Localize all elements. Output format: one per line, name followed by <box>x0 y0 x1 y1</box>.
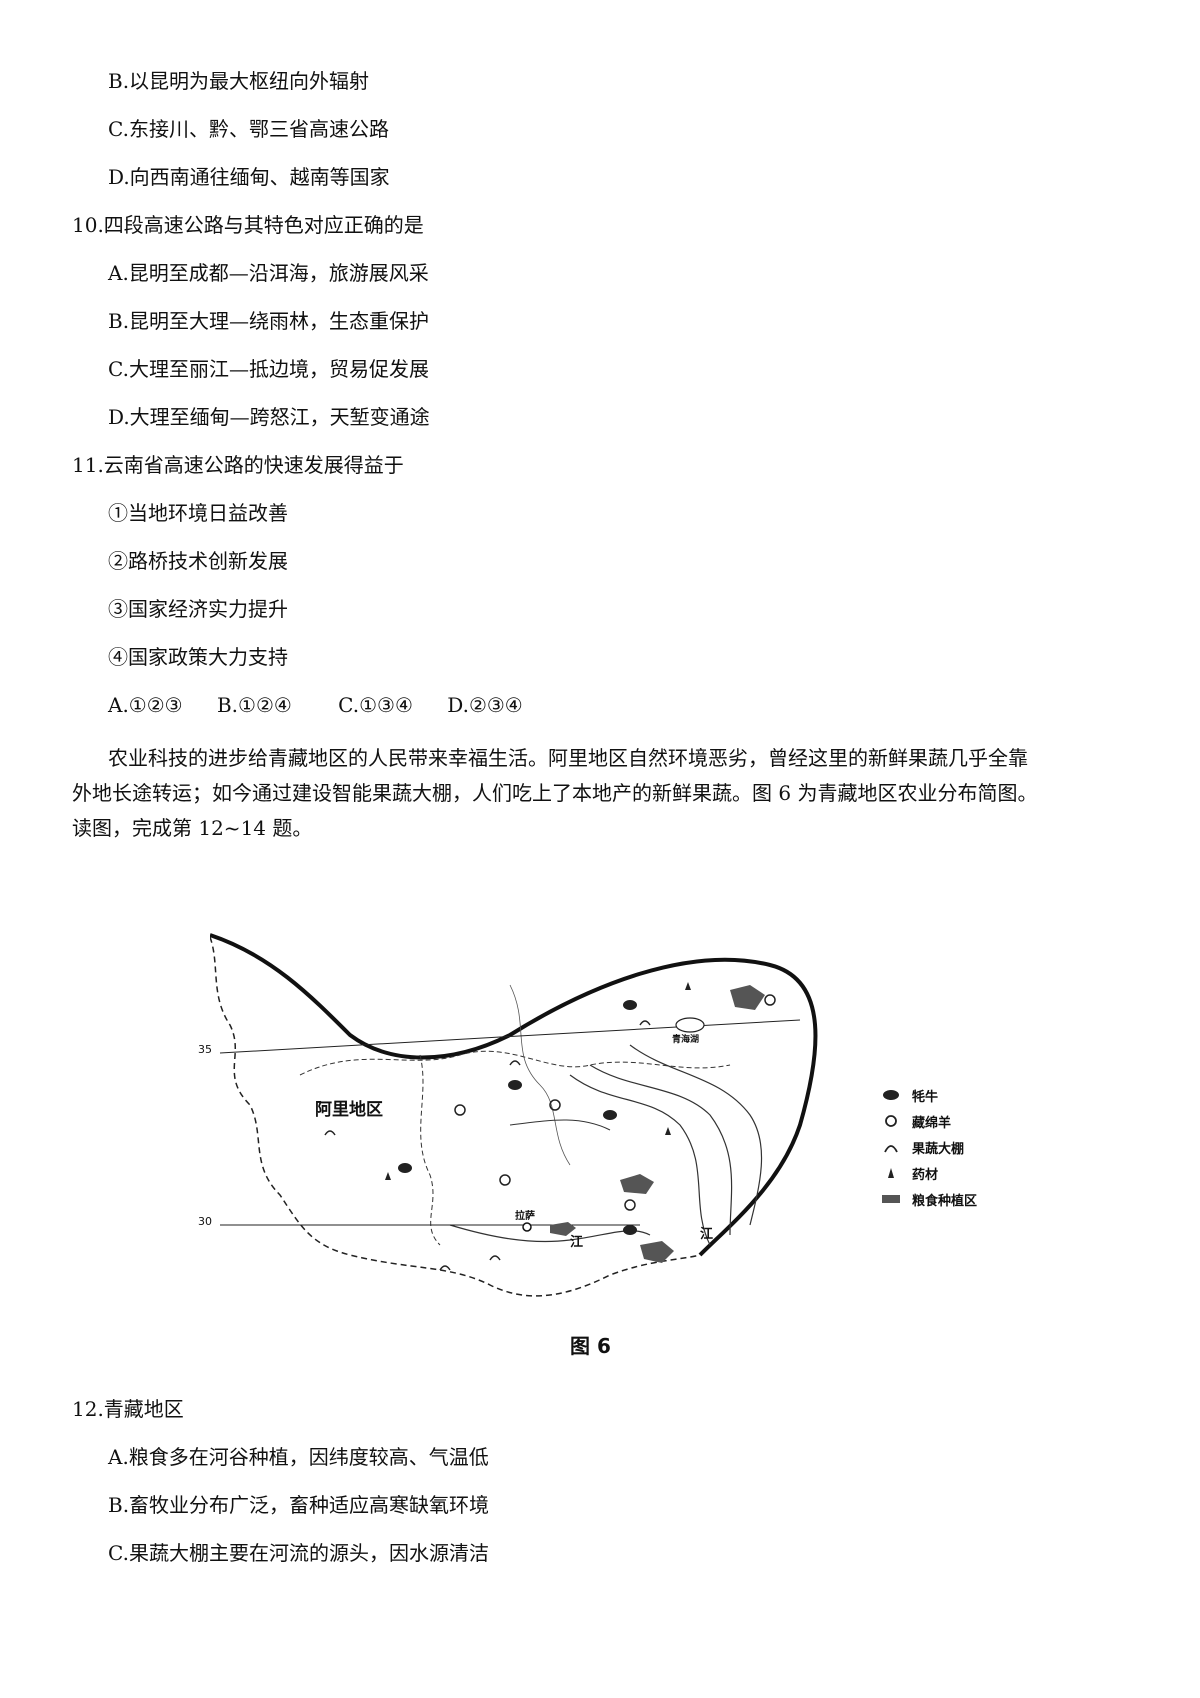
figure-6-map: 阿里地区 35 30 青海湖 拉萨 江 江 <box>198 925 1010 1325</box>
river-label-2: 江 <box>700 1227 714 1242</box>
q11-answer-d: D.②③④ <box>447 693 523 717</box>
legend-label-yak: 牦牛 <box>912 1089 939 1105</box>
legend-item-goat: 藏绵羊 <box>880 1108 977 1134</box>
province-border-3 <box>509 984 571 1166</box>
legend-label-herb: 药材 <box>912 1167 939 1183</box>
legend-label-goat: 藏绵羊 <box>912 1115 952 1131</box>
legend-item-greenhouse: 果蔬大棚 <box>880 1134 977 1160</box>
q11-answer-c: C.①③④ <box>338 693 413 717</box>
grain-area <box>730 985 765 1010</box>
question-10-stem: 10.四段高速公路与其特色对应正确的是 <box>72 213 424 237</box>
river-2 <box>589 1064 733 1236</box>
goat-icon <box>454 994 776 1211</box>
q10-option-c: C.大理至丽江—抵边境，贸易促发展 <box>108 357 429 381</box>
qinghai-lake <box>675 1017 705 1033</box>
river-4 <box>509 1119 611 1131</box>
grain-area-4 <box>550 1222 576 1236</box>
river-label-1: 江 <box>570 1235 584 1250</box>
river <box>569 1074 711 1246</box>
greenhouse-icon <box>324 1020 651 1271</box>
legend-label-greenhouse: 果蔬大棚 <box>912 1141 965 1157</box>
legend-item-grain: 粮食种植区 <box>880 1186 977 1212</box>
latitude-35-line <box>219 1019 801 1054</box>
q11-item-1: ①当地环境日益改善 <box>108 501 288 525</box>
legend-item-yak: 牦牛 <box>880 1082 977 1108</box>
herb-icon <box>888 1168 894 1178</box>
question-12-stem: 12.青藏地区 <box>72 1397 184 1421</box>
yak-icon <box>398 1000 637 1235</box>
q11-item-3: ③国家经济实力提升 <box>108 597 288 621</box>
passage-line-1: 农业科技的进步给青藏地区的人民带来幸福生活。阿里地区自然环境恶劣，曾经这里的新鲜… <box>108 746 1028 770</box>
greenhouse-icon <box>884 1145 898 1153</box>
lhasa-point <box>522 1222 532 1232</box>
q10-option-b: B.昆明至大理—绕雨林，生态重保护 <box>108 309 430 333</box>
lhasa-label: 拉萨 <box>515 1211 535 1222</box>
q12-option-c: C.果蔬大棚主要在河流的源头，因水源清洁 <box>108 1541 489 1565</box>
map-legend: 牦牛 藏绵羊 果蔬大棚 药材 粮食种植区 <box>880 1082 977 1212</box>
q11-item-4: ④国家政策大力支持 <box>108 645 288 669</box>
map-svg <box>209 933 818 1297</box>
herb-icon <box>385 982 691 1180</box>
q11-item-2: ②路桥技术创新发展 <box>108 549 288 573</box>
passage-line-2: 外地长途转运；如今通过建设智能果蔬大棚，人们吃上了本地产的新鲜果蔬。图 6 为青… <box>72 781 1038 805</box>
q10-option-a: A.昆明至成都—沿洱海，旅游展风采 <box>108 261 429 285</box>
question-11-stem: 11.云南省高速公路的快速发展得益于 <box>72 453 404 477</box>
west-border <box>209 936 701 1297</box>
grain-area-3 <box>640 1241 674 1263</box>
option-b: B.以昆明为最大枢纽向外辐射 <box>108 69 370 93</box>
option-d: D.向西南通往缅甸、越南等国家 <box>108 165 390 189</box>
latitude-30-label: 30 <box>198 1215 212 1228</box>
province-border-2 <box>419 1054 441 1246</box>
grain-area-2 <box>620 1174 654 1194</box>
figure-caption: 图 6 <box>570 1334 611 1358</box>
river-3 <box>629 1044 763 1226</box>
qinghai-lake-label: 青海湖 <box>672 1035 700 1045</box>
yak-icon <box>883 1090 899 1100</box>
option-c: C.东接川、黔、鄂三省高速公路 <box>108 117 389 141</box>
region-outline <box>209 933 818 1257</box>
legend-label-grain: 粮食种植区 <box>912 1193 978 1209</box>
q10-option-d: D.大理至缅甸—跨怒江，天堑变通途 <box>108 405 430 429</box>
passage: 农业科技的进步给青藏地区的人民带来幸福生活。阿里地区自然环境恶劣，曾经这里的新鲜… <box>72 741 1142 846</box>
q11-answer-a: A.①②③ <box>108 693 183 717</box>
province-border <box>299 1050 731 1076</box>
goat-icon <box>885 1115 897 1127</box>
passage-line-3: 读图，完成第 12~14 题。 <box>72 816 313 840</box>
q11-answers: A.①②③ B.①②④ C.①③④ D.②③④ <box>108 691 551 719</box>
legend-item-herb: 药材 <box>880 1160 977 1186</box>
grain-area-icon <box>882 1195 900 1203</box>
q12-option-a: A.粮食多在河谷种植，因纬度较高、气温低 <box>108 1445 489 1469</box>
latitude-35-label: 35 <box>198 1043 212 1056</box>
ali-region-label: 阿里地区 <box>315 1100 383 1120</box>
q11-answer-b: B.①②④ <box>216 693 292 717</box>
q12-option-b: B.畜牧业分布广泛，畜种适应高寒缺氧环境 <box>108 1493 490 1517</box>
